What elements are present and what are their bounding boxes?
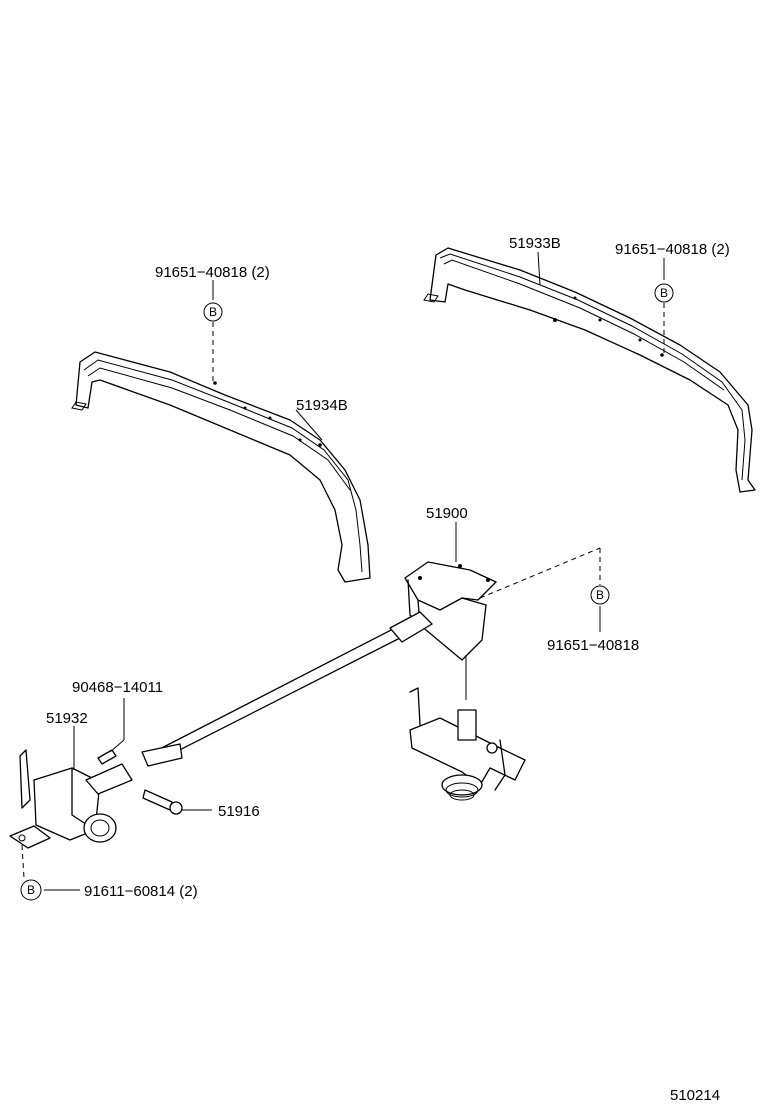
callout-b-mid: B: [590, 585, 610, 605]
callout-b-left-letter: B: [209, 305, 217, 319]
label-91651-40818-single: 91651−40818: [547, 637, 639, 654]
label-51933b: 51933B: [509, 235, 561, 252]
label-90468-14011: 90468−14011: [72, 679, 163, 696]
label-51934b: 51934B: [296, 397, 348, 414]
bracket-51934b: [71, 351, 371, 583]
leader-lines: [21, 251, 665, 891]
label-91651-40818-right: 91651−40818 (2): [615, 241, 730, 258]
callout-b-left: B: [203, 302, 223, 322]
label-51900: 51900: [426, 505, 468, 522]
callout-b-bottom-letter: B: [27, 883, 35, 897]
lock-assembly-51932: [9, 749, 183, 849]
callout-b-mid-letter: B: [596, 588, 604, 602]
carrier-51900: [404, 561, 526, 801]
callout-b-bottom: B: [20, 879, 42, 901]
label-91611-60814: 91611−60814 (2): [84, 883, 198, 900]
callout-b-right: B: [654, 283, 674, 303]
label-51932: 51932: [46, 710, 88, 727]
bracket-51933b: [423, 247, 756, 493]
diagram-id: 510214: [670, 1087, 720, 1104]
label-51916: 51916: [218, 803, 260, 820]
cable-shaft: [141, 611, 433, 767]
callout-b-right-letter: B: [660, 286, 668, 300]
label-91651-40818-left: 91651−40818 (2): [155, 264, 270, 281]
